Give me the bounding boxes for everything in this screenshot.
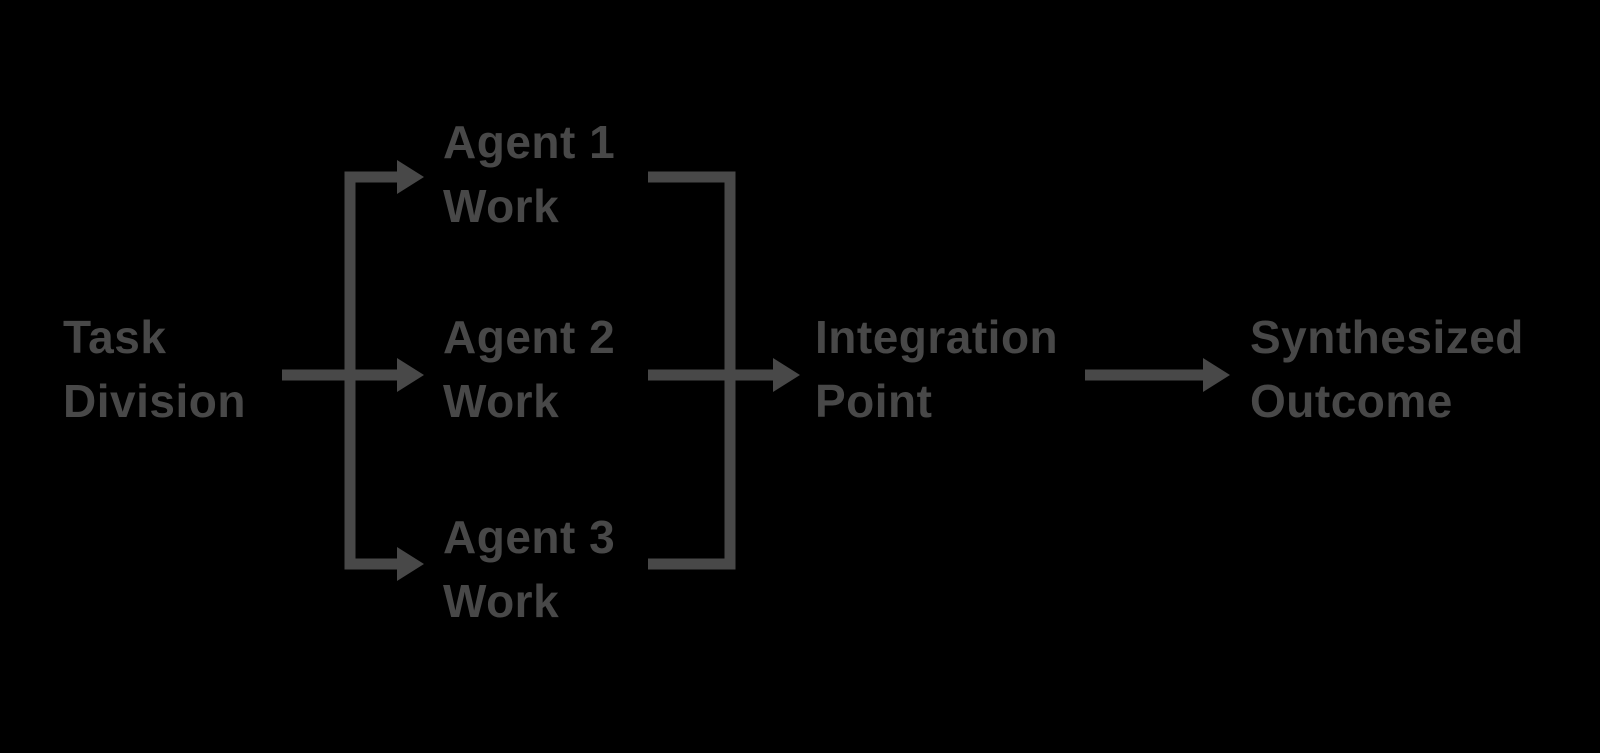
node-agent-1-line1: Agent 1 — [443, 116, 616, 168]
node-task-division-line1: Task — [63, 311, 167, 363]
node-agent-3-work: Agent 3 Work — [443, 505, 615, 633]
converge-connector — [648, 171, 800, 570]
node-agent-2-work: Agent 2 Work — [443, 305, 615, 433]
node-agent-3-line1: Agent 3 — [443, 511, 616, 563]
node-integration-point-line1: Integration — [815, 311, 1059, 363]
fanout-connector — [282, 160, 424, 581]
node-integration-point: Integration Point — [815, 305, 1058, 433]
arrowhead-outcome — [1203, 358, 1230, 392]
node-agent-1-line2: Work — [443, 180, 560, 232]
node-synthesized-outcome-line2: Outcome — [1250, 375, 1453, 427]
node-agent-2-line1: Agent 2 — [443, 311, 616, 363]
node-synthesized-outcome: Synthesized Outcome — [1250, 305, 1524, 433]
arrowhead-agent2 — [397, 358, 424, 392]
node-agent-2-line2: Work — [443, 375, 560, 427]
arrowhead-agent1 — [397, 160, 424, 194]
outcome-connector — [1085, 358, 1230, 392]
node-task-division: Task Division — [63, 305, 246, 433]
node-agent-1-work: Agent 1 Work — [443, 110, 615, 238]
node-synthesized-outcome-line1: Synthesized — [1250, 311, 1524, 363]
node-integration-point-line2: Point — [815, 375, 933, 427]
node-task-division-line2: Division — [63, 375, 246, 427]
arrowhead-integration — [773, 358, 800, 392]
arrowhead-agent3 — [397, 547, 424, 581]
node-agent-3-line2: Work — [443, 575, 560, 627]
